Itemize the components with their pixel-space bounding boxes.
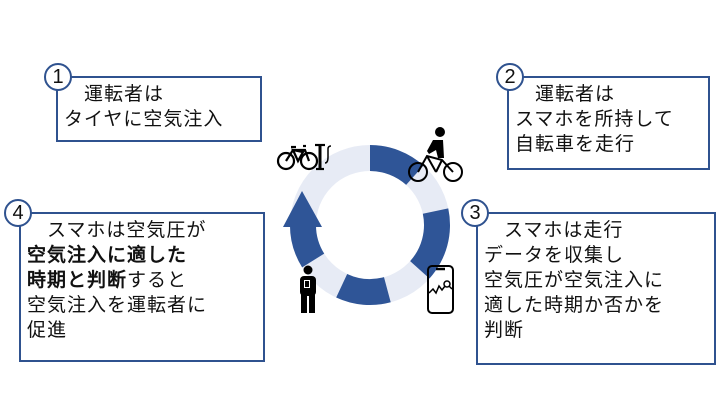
step-3-line: 判断 (484, 318, 708, 343)
cyclist-icon (408, 127, 463, 182)
step-1-number-badge: 1 (44, 63, 72, 91)
step-2-line: スマホを所持して (515, 107, 702, 132)
text: 自転車を走行 (515, 133, 636, 155)
step-2-box: 運転者はスマホを所持して自転車を走行 (507, 76, 710, 170)
step-4-line: 空気注入に適した (27, 243, 257, 268)
step-2-line: 運転者は (515, 82, 702, 107)
text: 適した時期か否かを (484, 294, 665, 316)
step-3-line: データを収集し (484, 243, 708, 268)
step-3-text: スマホは走行データを収集し空気圧が空気注入に適した時期か否かを判断 (484, 218, 708, 343)
emphasis-text: 空気注入に適した (27, 244, 188, 266)
step-2-line: 自転車を走行 (515, 132, 702, 157)
step-4-number-badge: 4 (4, 199, 32, 227)
text: すると (127, 269, 188, 291)
text: 空気注入を運転者に (27, 294, 208, 316)
step-3-number-badge: 3 (461, 199, 489, 227)
step-4-line: 促進 (27, 318, 257, 343)
bicycle-pump-icon (276, 143, 332, 171)
smartphone-analytics-icon (427, 265, 454, 314)
step-2-text: 運転者はスマホを所持して自転車を走行 (515, 82, 702, 157)
step-1-line: 運転者は (64, 82, 254, 107)
step-3-line: 適した時期か否かを (484, 293, 708, 318)
cycle-ring-segment (410, 208, 450, 279)
step-4-line: 時期と判断すると (27, 268, 257, 293)
cycle-ring-background (290, 145, 450, 305)
step-2-number-badge: 2 (496, 63, 524, 91)
text: 空気圧が空気注入に (484, 269, 665, 291)
text: スマホは空気圧が (27, 219, 207, 241)
text: データを収集し (484, 244, 625, 266)
cycle-ring-segment (336, 273, 391, 305)
step-1-line: タイヤに空気注入 (64, 107, 254, 132)
step-1-box: 運転者はタイヤに空気注入 (56, 76, 262, 142)
cycle-arrowhead (283, 191, 322, 227)
text: 運転者は (64, 83, 165, 105)
step-3-box: スマホは走行データを収集し空気圧が空気注入に適した時期か否かを判断 (476, 212, 716, 365)
step-4-line: スマホは空気圧が (27, 218, 257, 243)
step-3-line: 空気圧が空気注入に (484, 268, 708, 293)
cycle-ring-segment (290, 218, 325, 268)
text: スマホを所持して (515, 108, 674, 130)
text: タイヤに空気注入 (64, 108, 224, 130)
person-with-phone-icon (300, 265, 316, 313)
emphasis-text: 時期と判断 (27, 269, 128, 291)
text: 運転者は (515, 83, 616, 105)
step-4-line: 空気注入を運転者に (27, 293, 257, 318)
text: 促進 (27, 319, 68, 341)
step-4-box: スマホは空気圧が空気注入に適した時期と判断すると空気注入を運転者に促進 (19, 212, 265, 362)
text: 判断 (484, 319, 525, 341)
text: スマホは走行 (484, 219, 624, 241)
step-1-text: 運転者はタイヤに空気注入 (64, 82, 254, 132)
step-3-line: スマホは走行 (484, 218, 708, 243)
step-4-text: スマホは空気圧が空気注入に適した時期と判断すると空気注入を運転者に促進 (27, 218, 257, 343)
